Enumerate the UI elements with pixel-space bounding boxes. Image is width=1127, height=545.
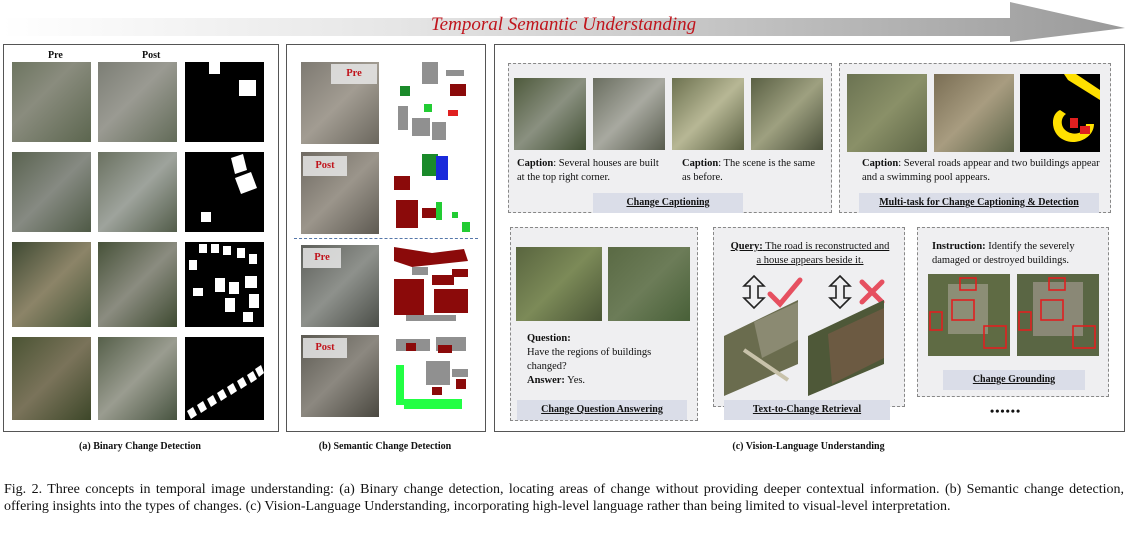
caption-pre-image-2 <box>672 78 744 150</box>
grounding-pre-image <box>928 274 1010 356</box>
change-mask-4 <box>185 337 264 420</box>
post-image-1 <box>98 62 177 142</box>
panel-c-caption: (c) Vision-Language Understanding <box>732 441 885 452</box>
retrieval-image-pair-2 <box>808 300 884 396</box>
retrieval-negative-icon <box>828 274 885 310</box>
pre-image-2 <box>12 152 91 232</box>
post-image-2 <box>98 152 177 232</box>
change-mask-3 <box>185 242 264 327</box>
retrieval-positive-icon <box>742 274 803 310</box>
grounding-instruction: Instruction: Identify the severely damag… <box>932 241 1075 266</box>
post-image-3 <box>98 242 177 327</box>
scd-tag-pre-1: Pre <box>331 64 377 84</box>
scd-tag-post-1: Post <box>303 156 347 176</box>
pre-image-3 <box>12 242 91 327</box>
caption-text-1: Caption: Several houses are built at the… <box>517 158 659 183</box>
change-mask-2 <box>185 152 264 232</box>
scd-tag-pre-2: Pre <box>303 248 341 268</box>
scd-map-2 <box>392 152 472 234</box>
retrieval-query: Query: The road is reconstructed and a h… <box>730 241 890 266</box>
grounding-post-image <box>1017 274 1099 356</box>
figure-caption: Fig. 2. Three concepts in temporal image… <box>4 482 1124 514</box>
scd-map-1 <box>392 62 472 144</box>
qa-pre-image <box>516 247 602 321</box>
change-captioning-title: Change Captioning <box>593 193 743 213</box>
caption-post-image-1 <box>593 78 665 150</box>
caption-pre-image-1 <box>514 78 586 150</box>
scd-divider <box>294 238 478 239</box>
panel-a-caption: (a) Binary Change Detection <box>79 441 201 452</box>
change-mask-1 <box>185 62 264 142</box>
pre-label: Pre <box>48 50 63 61</box>
multitask-change-map <box>1020 74 1100 152</box>
multitask-caption-text: Caption: Several roads appear and two bu… <box>862 158 1100 183</box>
post-label: Post <box>142 50 161 61</box>
retrieval-image-pair-1 <box>724 300 798 396</box>
caption-text-2: Caption: The scene is the same as before… <box>682 158 816 183</box>
scd-tag-post-2: Post <box>303 338 347 358</box>
pre-image-1 <box>12 62 91 142</box>
panel-b-caption: (b) Semantic Change Detection <box>318 441 452 452</box>
banner-title: Temporal Semantic Understanding <box>430 14 697 35</box>
post-image-4 <box>98 337 177 420</box>
qa-post-image <box>608 247 690 321</box>
qa-question: Question:Have the regions of buildings c… <box>527 333 652 386</box>
more-ellipsis: •••••• <box>990 404 1022 418</box>
change-grounding-title: Change Grounding <box>943 370 1085 390</box>
multitask-pre-image <box>847 74 927 152</box>
change-qa-title: Change Question Answering <box>517 400 687 420</box>
pre-image-4 <box>12 337 91 420</box>
caption-post-image-2 <box>751 78 823 150</box>
scd-map-3 <box>392 245 472 327</box>
scd-map-4 <box>392 335 472 417</box>
retrieval-title: Text-to-Change Retrieval <box>724 400 890 420</box>
multitask-post-image <box>934 74 1014 152</box>
banner-arrow <box>2 2 1125 42</box>
multitask-title: Multi-task for Change Captioning & Detec… <box>859 193 1099 213</box>
